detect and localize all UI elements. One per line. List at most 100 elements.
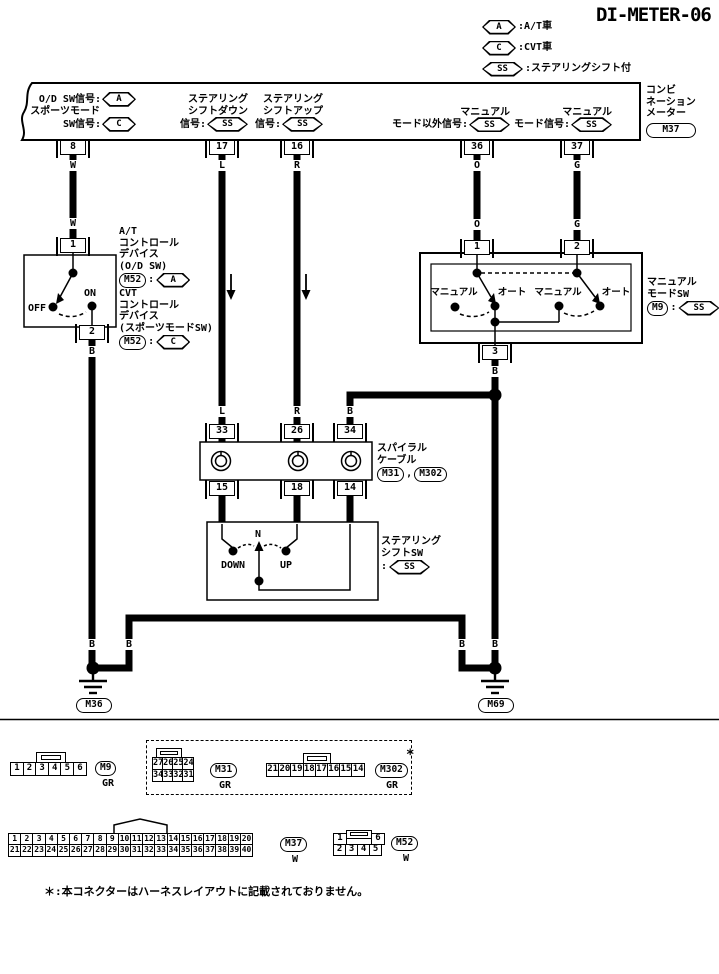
switch-pos-off: OFF	[28, 303, 47, 314]
connector-pin-21: 21	[8, 844, 22, 857]
connector-pin-34: 34	[166, 844, 181, 857]
pin-17: 17	[205, 139, 239, 158]
connector-id-m302: M302	[375, 763, 408, 778]
spiral-cable-label: スパイラル ケーブル M31 , M302	[377, 443, 448, 482]
pin-8: 8	[56, 139, 90, 158]
m302-footnote-mark: *	[406, 747, 415, 763]
m9-connector-tab-inner	[41, 755, 61, 760]
wire-color-o: O	[471, 160, 483, 171]
connector-id-m52: M52	[119, 272, 147, 288]
signal-manual-mode: マニュアル モード信号:SS	[500, 106, 612, 133]
wire-color-b: B	[86, 346, 98, 357]
m52-connector-tab-inner	[350, 832, 368, 836]
wire-color-b: B	[456, 639, 468, 650]
connector-id-m52: M52	[391, 836, 419, 851]
wire-color-l: L	[216, 160, 228, 171]
ground-symbol-left	[79, 668, 107, 695]
pin-16: 16	[280, 139, 314, 158]
wire-color-g: G	[571, 160, 583, 171]
connector-id-m37: M37	[646, 122, 696, 138]
pin-mmsw-1: 1	[460, 239, 494, 258]
cond-hex-ss: SS	[389, 559, 431, 575]
m31-connector-tab-inner	[160, 751, 178, 755]
cond-hex-c: C	[156, 334, 191, 350]
connector-pin-5: 5	[369, 843, 383, 856]
footnote: ＊:本コネクターはハーネスレイアウトに記載されておりません。	[44, 885, 369, 898]
signal-non-manual-mode: マニュアル モード以外信号:SS	[385, 106, 510, 133]
connector-id-m9: M9	[95, 761, 117, 776]
switch-pos-down: DOWN	[220, 560, 246, 571]
legend-hex-ss: SS	[482, 61, 523, 77]
signal-od-sw: O/D SW信号:A スポーツモード SW信号:C	[24, 91, 136, 132]
ground-id-m36: M36	[76, 698, 112, 713]
connector-id-m31: M31	[377, 466, 405, 482]
wire-color-r: R	[291, 160, 303, 171]
connector-pin-1: 1	[10, 762, 24, 776]
pin-spiral-33: 33	[205, 423, 239, 442]
m37-connector-tab	[113, 818, 168, 833]
signal-shift-up: ステアリング シフトアップ 信号:SS	[243, 93, 323, 132]
cond-hex-a: A	[102, 91, 136, 107]
connector-pin-5: 5	[60, 762, 75, 776]
manual-mode-sw-box	[419, 252, 643, 347]
legend-hex-c: C	[482, 40, 516, 56]
legend-label-ss: :ステアリングシフト付	[525, 63, 632, 75]
connector-color-m52: W	[403, 853, 410, 864]
connector-color-m37: W	[292, 854, 299, 865]
connector-pin-31: 31	[182, 768, 194, 782]
switch-pos-on: ON	[84, 288, 97, 299]
wire-color-b: B	[344, 406, 356, 417]
steering-shift-sw-label: ステアリング シフトSW : SS	[381, 536, 441, 575]
switch-pos-auto: オート	[497, 287, 527, 298]
page-title: DI-METER-06	[596, 4, 712, 26]
cond-hex-c: C	[102, 116, 136, 132]
wire-color-b: B	[489, 639, 501, 650]
legend: A :A/T車 C :CVT車 SS :ステアリングシフト付	[482, 19, 631, 77]
connector-pin-3: 3	[345, 843, 359, 856]
switch-pos-up: UP	[279, 560, 293, 571]
steering-shift-sw-box	[206, 521, 379, 601]
pin-36: 36	[460, 139, 494, 158]
wire-color-b: B	[86, 639, 98, 650]
pin-spiral-34: 34	[333, 423, 367, 442]
thick-wires	[69, 152, 581, 672]
spiral-connector-group-box	[146, 740, 412, 795]
pin-mmsw-3: 3	[478, 344, 512, 363]
cond-hex-ss: SS	[678, 300, 719, 316]
connector-pin-6: 6	[73, 762, 87, 776]
pin-device-1: 1	[56, 237, 90, 256]
spiral-cable-box	[199, 441, 373, 481]
pin-device-2: 2	[75, 324, 109, 343]
connector-id-m31: M31	[210, 763, 238, 778]
cond-hex-ss: SS	[207, 116, 248, 132]
legend-hex-a: A	[482, 19, 516, 35]
wire-color-o: O	[471, 219, 483, 230]
at-control-device-box	[23, 253, 117, 328]
switch-pos-manual: マニュアル	[430, 287, 478, 298]
ground-id-m69: M69	[478, 698, 514, 713]
connector-id-m302: M302	[414, 466, 448, 482]
connector-color-m9: GR	[102, 778, 115, 789]
connector-pin-14: 14	[351, 763, 365, 777]
pin-37: 37	[560, 139, 594, 158]
ground-symbol-right	[481, 668, 509, 695]
pin-spiral-15: 15	[205, 480, 239, 499]
signal-shift-down: ステアリング シフトダウン 信号:SS	[168, 93, 248, 132]
manual-mode-sw-label: マニュアル モードSW M9 : SS	[647, 277, 719, 316]
connector-id-m52: M52	[119, 334, 147, 350]
connector-id-m9: M9	[647, 300, 669, 316]
pin-mmsw-2: 2	[560, 239, 594, 258]
at-device-label: A/T コントロール デバイス (O/D SW) M52 : A CVT コント…	[119, 226, 213, 350]
pin-spiral-14: 14	[333, 480, 367, 499]
switch-pos-manual: マニュアル	[534, 287, 582, 298]
connector-color-m302: GR	[386, 780, 399, 791]
connector-pin-24: 24	[44, 844, 58, 857]
legend-label-a: :A/T車	[518, 21, 553, 33]
